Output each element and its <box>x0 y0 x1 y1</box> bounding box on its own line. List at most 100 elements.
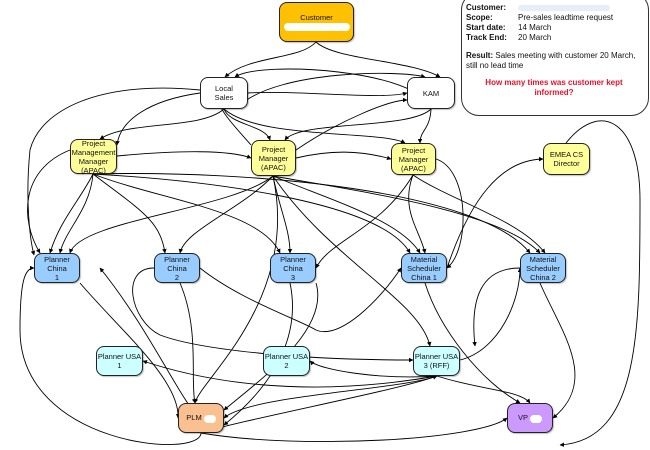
connector-arrow <box>223 108 406 144</box>
connector-arrow <box>115 92 201 146</box>
connector-arrow <box>79 282 181 419</box>
connector-arrow <box>417 108 432 144</box>
redacted-text <box>203 414 216 423</box>
connector-arrow <box>239 72 426 106</box>
connector-arrow <box>92 173 167 254</box>
connector-arrow <box>247 91 408 97</box>
redacted-text <box>518 5 610 11</box>
connector-arrow <box>178 175 274 254</box>
connector-arrow <box>223 375 438 419</box>
connector-arrow <box>92 173 281 254</box>
node-kam-label: KAM <box>422 88 440 98</box>
node-vp-label: VP <box>517 413 528 423</box>
connector-arrow <box>472 267 521 347</box>
connector-arrow <box>99 108 225 140</box>
node-material-scheduler-china-1[interactable]: Material Scheduler China 1 <box>401 253 447 283</box>
node-planner-china-1[interactable]: Planner China 1 <box>34 253 80 283</box>
node-emea-label: EMEA CS Director <box>549 150 584 168</box>
node-planner-usa-3[interactable]: Planner USA 3 (RFF) <box>413 346 460 376</box>
connector-arrow <box>132 267 414 363</box>
connector-arrow <box>539 282 576 419</box>
connector-arrow <box>272 175 421 254</box>
connector-arrow <box>446 156 544 269</box>
connector-arrow <box>284 108 432 141</box>
info-start-value: 14 March <box>518 23 552 32</box>
node-planner-china-3[interactable]: Planner China 3 <box>270 253 316 283</box>
node-pu2-label: Planner USA 2 <box>264 352 309 370</box>
node-customer-label: Customer <box>300 12 333 22</box>
connector-arrow <box>27 87 201 256</box>
node-pmm-label: Project Management Manager (APAC) <box>71 138 116 175</box>
connector-arrow <box>92 173 411 254</box>
connector-arrow <box>459 267 523 361</box>
connector-arrow <box>424 282 521 404</box>
node-local-sales[interactable]: Local Sales <box>200 77 248 109</box>
info-scope-label: Scope: <box>466 13 493 22</box>
connector-arrow <box>408 174 427 254</box>
connector-arrow <box>412 174 546 254</box>
node-pm2-apac-label: Project Manager (APAC) <box>398 145 429 173</box>
node-emea-cs-director[interactable]: EMEA CS Director <box>543 143 590 175</box>
info-customer-row: Customer: <box>466 3 642 13</box>
info-box: Customer: Scope: Pre-sales leadtime requ… <box>461 0 649 116</box>
node-project-manager-apac[interactable]: Project Manager (APAC) <box>251 140 296 176</box>
connector-arrow <box>116 151 252 159</box>
connector-arrow <box>193 175 279 404</box>
node-kam[interactable]: KAM <box>407 77 455 109</box>
node-ms2-label: Material Scheduler China 2 <box>526 254 560 282</box>
node-material-scheduler-china-2[interactable]: Material Scheduler China 2 <box>520 253 566 283</box>
node-plm[interactable]: PLM <box>178 403 224 433</box>
info-end-label: Track End: <box>466 33 507 42</box>
connector-arrow <box>142 360 438 388</box>
info-result: Result: Sales meeting with customer 20 M… <box>466 51 642 71</box>
node-planner-usa-1[interactable]: Planner USA 1 <box>96 346 143 376</box>
connector-arrow <box>272 175 541 254</box>
connector-arrow <box>200 417 508 443</box>
connector-arrow <box>27 149 71 254</box>
connector-arrow <box>179 282 197 404</box>
node-planner-china-2[interactable]: Planner China 2 <box>154 253 200 283</box>
connector-arrow <box>234 68 432 110</box>
node-ms1-label: Material Scheduler China 1 <box>407 254 441 282</box>
node-customer[interactable]: Customer <box>279 2 354 42</box>
info-result-label: Result: <box>466 51 494 60</box>
node-pu1-label: Planner USA 1 <box>97 352 142 370</box>
info-start-row: Start date: 14 March <box>466 23 642 33</box>
connector-arrow <box>99 267 202 421</box>
info-end-value: 20 March <box>518 33 552 42</box>
node-pu3-label: Planner USA 3 (RFF) <box>414 352 459 370</box>
info-result-value: Sales meeting with customer 20 March, st… <box>466 51 636 70</box>
node-plm-label: PLM <box>186 413 202 423</box>
connector-arrow <box>200 375 438 434</box>
connector-arrow <box>295 151 392 161</box>
info-scope-row: Scope: Pre-sales leadtime request <box>466 13 642 23</box>
connector-arrow <box>436 375 531 404</box>
connector-arrow <box>435 158 464 269</box>
node-pc1-label: Planner China 1 <box>44 254 70 282</box>
connector-arrow <box>58 173 94 254</box>
connector-arrow <box>315 41 441 78</box>
info-end-row: Track End: 20 March <box>466 33 642 43</box>
connector-arrow <box>223 108 271 141</box>
connector-arrow <box>92 173 531 254</box>
node-pm-apac-label: Project Manager (APAC) <box>258 144 289 172</box>
connector-arrow <box>224 41 317 78</box>
redacted-text <box>283 23 350 31</box>
node-pc3-label: Planner China 3 <box>280 254 306 282</box>
connector-arrow <box>49 173 94 254</box>
connector-arrow <box>272 175 432 347</box>
node-local-sales-label: Local Sales <box>214 84 234 102</box>
node-planner-usa-2[interactable]: Planner USA 2 <box>263 346 310 376</box>
node-vp[interactable]: VP <box>507 403 553 433</box>
connector-arrow <box>559 120 641 447</box>
connector-arrow <box>315 174 414 269</box>
node-project-manager-2-apac[interactable]: Project Manager (APAC) <box>391 143 436 175</box>
connector-arrow <box>309 360 438 378</box>
connector-arrow <box>295 97 408 151</box>
node-project-management-manager[interactable]: Project Management Manager (APAC) <box>70 138 117 175</box>
info-scope-value: Pre-sales leadtime request <box>518 13 614 22</box>
info-start-label: Start date: <box>466 23 506 32</box>
info-question: How many times was customer kept informe… <box>485 78 623 97</box>
connector-arrow <box>69 175 274 254</box>
